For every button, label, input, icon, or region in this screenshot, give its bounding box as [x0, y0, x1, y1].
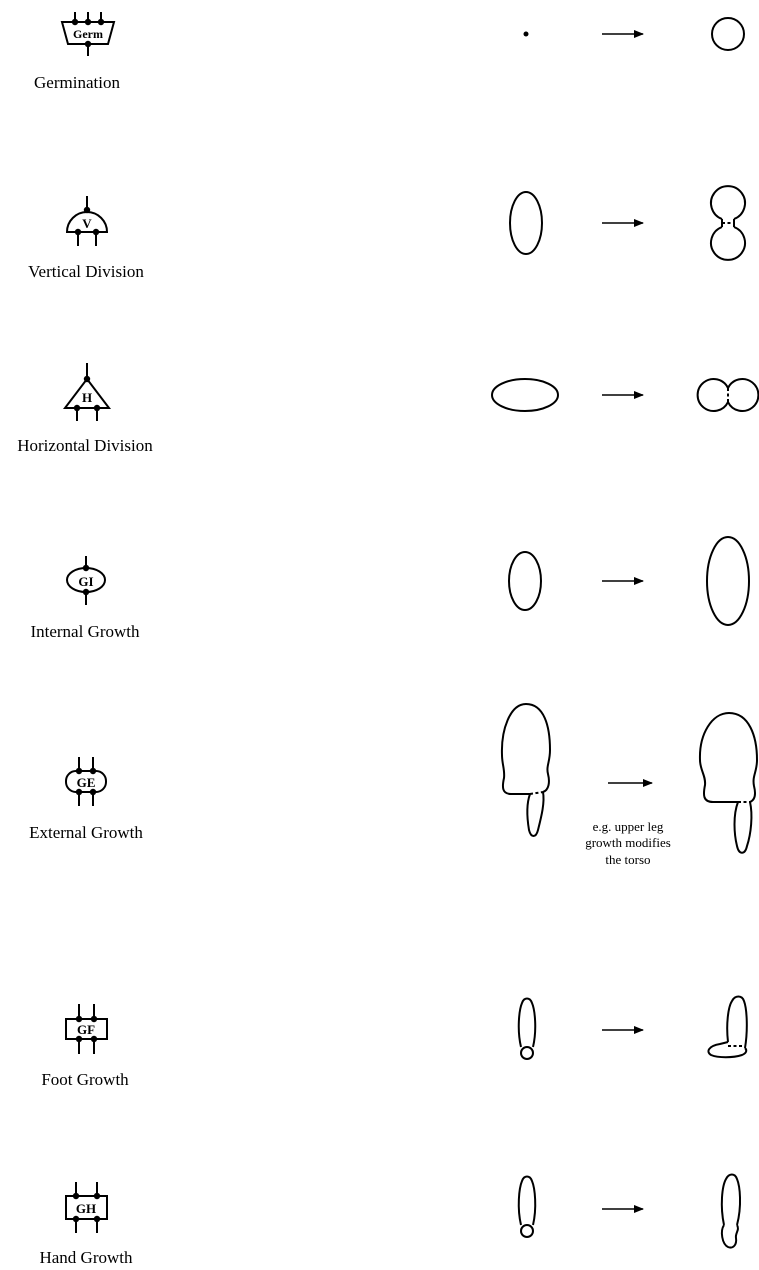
divided-cells-horizontal [698, 379, 759, 411]
germination-symbol: Germ [62, 12, 114, 56]
external-growth-label: External Growth [29, 823, 143, 842]
row-internal-growth: GI Internal Growth [30, 537, 749, 641]
leg-before-foot [519, 999, 535, 1060]
row-germination: Germ Germination [34, 12, 744, 92]
germination-symbol-text: Germ [73, 27, 103, 41]
note-line-2: growth modifies [585, 835, 671, 850]
internal-growth-symbol-text: GI [78, 574, 93, 589]
foot-growth-label: Foot Growth [41, 1070, 129, 1089]
external-growth-symbol-text: GE [77, 775, 96, 790]
vertical-division-symbol: V [67, 196, 107, 246]
horizontal-division-symbol-text: H [82, 390, 92, 405]
internal-growth-label: Internal Growth [30, 622, 140, 641]
arm-with-hand [722, 1175, 740, 1248]
note-line-1: e.g. upper leg [593, 819, 664, 834]
cell-ellipse-vertical [510, 192, 542, 254]
divided-cells-vertical [711, 186, 745, 260]
row-external-growth: GE External Growth e.g. upper leg growth… [29, 704, 757, 867]
torso-leg-after [700, 713, 757, 853]
cell-ellipse-grown [707, 537, 749, 625]
cell-ellipse-small [509, 552, 541, 610]
cell-ellipse-horizontal [492, 379, 558, 411]
torso-leg-before [502, 704, 550, 836]
internal-growth-symbol: GI [67, 556, 105, 605]
arm-before-hand [519, 1177, 535, 1238]
external-growth-symbol: GE [66, 757, 106, 806]
row-vertical-division: V Vertical Division [28, 186, 745, 281]
hand-growth-symbol: GH [66, 1182, 107, 1233]
foot-growth-symbol: GF [66, 1004, 107, 1054]
hand-growth-symbol-text: GH [76, 1201, 96, 1216]
row-foot-growth: GF Foot Growth [41, 997, 746, 1090]
row-hand-growth: GH Hand Growth [39, 1175, 740, 1268]
foot-growth-symbol-text: GF [77, 1022, 95, 1037]
cell-circle [712, 18, 744, 50]
hand-growth-label: Hand Growth [39, 1248, 133, 1267]
horizontal-division-label: Horizontal Division [17, 436, 153, 455]
note-line-3: the torso [605, 852, 650, 867]
seed-dot [524, 32, 529, 37]
vertical-division-symbol-text: V [82, 216, 92, 231]
vertical-division-label: Vertical Division [28, 262, 144, 281]
row-horizontal-division: H Horizontal Division [17, 363, 758, 455]
external-growth-note: e.g. upper leg growth modifies the torso [585, 819, 671, 867]
horizontal-division-symbol: H [65, 363, 109, 421]
leg-with-foot [708, 997, 746, 1058]
germination-label: Germination [34, 73, 120, 92]
